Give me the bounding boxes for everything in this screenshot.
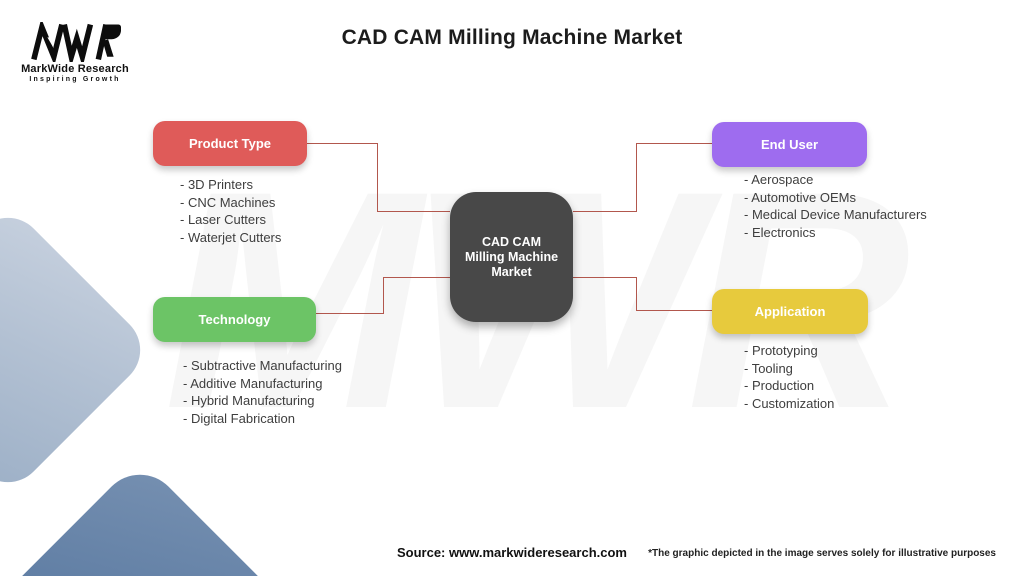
branch-label-product-type: Product Type xyxy=(188,136,272,151)
branch-box-end-user: End User xyxy=(712,122,867,167)
list-item: - Waterjet Cutters xyxy=(180,229,282,245)
branch-box-application: Application xyxy=(712,289,868,334)
list-item: - Additive Manufacturing xyxy=(183,375,323,391)
branch-items-end-user: - Aerospace - Automotive OEMs - Medical … xyxy=(744,171,927,241)
connector-product-type-v xyxy=(377,143,378,212)
list-item: - Medical Device Manufacturers xyxy=(744,207,927,223)
branch-items-application: - Prototyping - Tooling - Production - C… xyxy=(744,342,834,412)
logo-name: MarkWide Research xyxy=(21,63,129,75)
center-node: CAD CAM Milling Machine Market xyxy=(450,192,573,322)
connector-technology-h1 xyxy=(383,277,450,278)
list-item: - 3D Printers xyxy=(180,177,253,192)
connector-technology-v xyxy=(383,277,384,314)
branch-items-technology: - Subtractive Manufacturing - Additive M… xyxy=(183,357,342,427)
list-item: - Prototyping xyxy=(744,343,818,358)
branch-box-product-type: Product Type xyxy=(153,121,307,166)
mwr-logo-icon xyxy=(31,22,121,62)
source-text: Source: www.markwideresearch.com xyxy=(396,545,627,560)
connector-product-type-h2 xyxy=(377,211,450,212)
page-title: CAD CAM Milling Machine Market xyxy=(341,26,683,49)
branch-items-product-type: - 3D Printers - CNC Machines - Laser Cut… xyxy=(180,176,281,246)
list-item: - Laser Cutters xyxy=(180,212,266,228)
connector-end-user-h2 xyxy=(636,143,712,144)
list-item: - Tooling xyxy=(744,360,793,376)
list-item: - Automotive OEMs xyxy=(744,189,856,205)
connector-end-user-v xyxy=(636,143,637,212)
list-item: - Subtractive Manufacturing xyxy=(183,358,342,373)
center-node-label: CAD CAM Milling Machine Market xyxy=(464,234,559,279)
branch-label-end-user: End User xyxy=(760,137,819,152)
branch-box-technology: Technology xyxy=(153,297,316,342)
list-item: - CNC Machines xyxy=(180,194,276,210)
list-item: - Electronics xyxy=(744,224,816,240)
logo-tagline: Inspiring Growth xyxy=(29,76,121,83)
list-item: - Digital Fabrication xyxy=(183,410,295,426)
list-item: - Hybrid Manufacturing xyxy=(183,393,315,409)
list-item: - Customization xyxy=(744,395,835,411)
list-item: - Aerospace xyxy=(744,172,814,187)
branch-label-application: Application xyxy=(754,304,826,319)
markwide-logo: MarkWide Research Inspiring Growth xyxy=(20,22,130,83)
connector-application-h2 xyxy=(636,310,712,311)
connector-end-user-h1 xyxy=(573,211,637,212)
connector-application-h1 xyxy=(573,277,637,278)
branch-label-technology: Technology xyxy=(198,312,271,327)
connector-application-v xyxy=(636,277,637,311)
connector-product-type-h1 xyxy=(307,143,378,144)
disclaimer-text: *The graphic depicted in the image serve… xyxy=(648,548,996,559)
connector-technology-h2 xyxy=(316,313,384,314)
list-item: - Production xyxy=(744,378,815,394)
